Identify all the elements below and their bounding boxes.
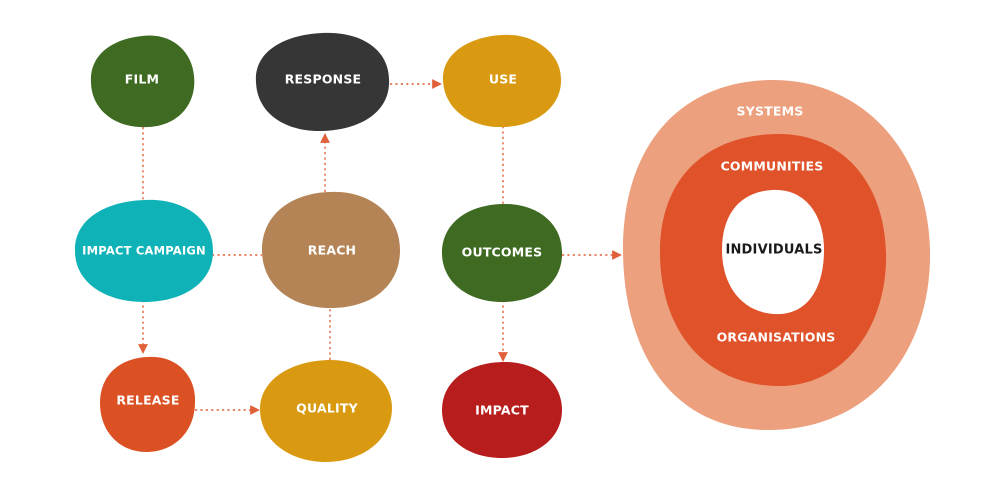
node-quality: QUALITY bbox=[260, 359, 392, 462]
impact-campaign-label: IMPACT CAMPAIGN bbox=[82, 244, 206, 258]
individuals-core bbox=[722, 189, 824, 315]
outcomes-label: OUTCOMES bbox=[462, 245, 543, 260]
connectors bbox=[138, 79, 622, 415]
individuals-label: INDIVIDUALS bbox=[725, 243, 822, 258]
node-response: RESPONSE bbox=[255, 32, 390, 132]
response-blob bbox=[255, 32, 390, 132]
node-reach: REACH bbox=[262, 191, 400, 308]
communities-label: COMMUNITIES bbox=[721, 159, 824, 174]
organisations-label: ORGANISATIONS bbox=[717, 330, 836, 345]
node-outcomes: OUTCOMES bbox=[442, 203, 563, 302]
quality-blob bbox=[260, 359, 392, 462]
release-label: RELEASE bbox=[116, 393, 179, 408]
quality-label: QUALITY bbox=[296, 401, 358, 416]
reach-blob bbox=[262, 191, 400, 308]
impact-label: IMPACT bbox=[475, 403, 529, 418]
impact-campaign-blob bbox=[74, 199, 214, 302]
film-blob bbox=[90, 35, 195, 128]
node-release: RELEASE bbox=[100, 356, 196, 452]
use-blob bbox=[442, 34, 562, 128]
outcomes-blob bbox=[442, 203, 563, 302]
node-film: FILM bbox=[90, 35, 195, 128]
reach-label: REACH bbox=[308, 243, 356, 258]
systems-label: SYSTEMS bbox=[737, 104, 804, 119]
node-use: USE bbox=[442, 34, 562, 128]
release-blob bbox=[100, 356, 196, 452]
node-impact-campaign: IMPACT CAMPAIGN bbox=[74, 199, 214, 302]
use-label: USE bbox=[489, 72, 517, 87]
response-label: RESPONSE bbox=[285, 72, 362, 87]
impact-blob bbox=[442, 361, 562, 458]
impact-rings: SYSTEMS COMMUNITIES INDIVIDUALS ORGANISA… bbox=[622, 79, 931, 431]
film-label: FILM bbox=[125, 72, 159, 87]
node-impact: IMPACT bbox=[442, 361, 562, 458]
